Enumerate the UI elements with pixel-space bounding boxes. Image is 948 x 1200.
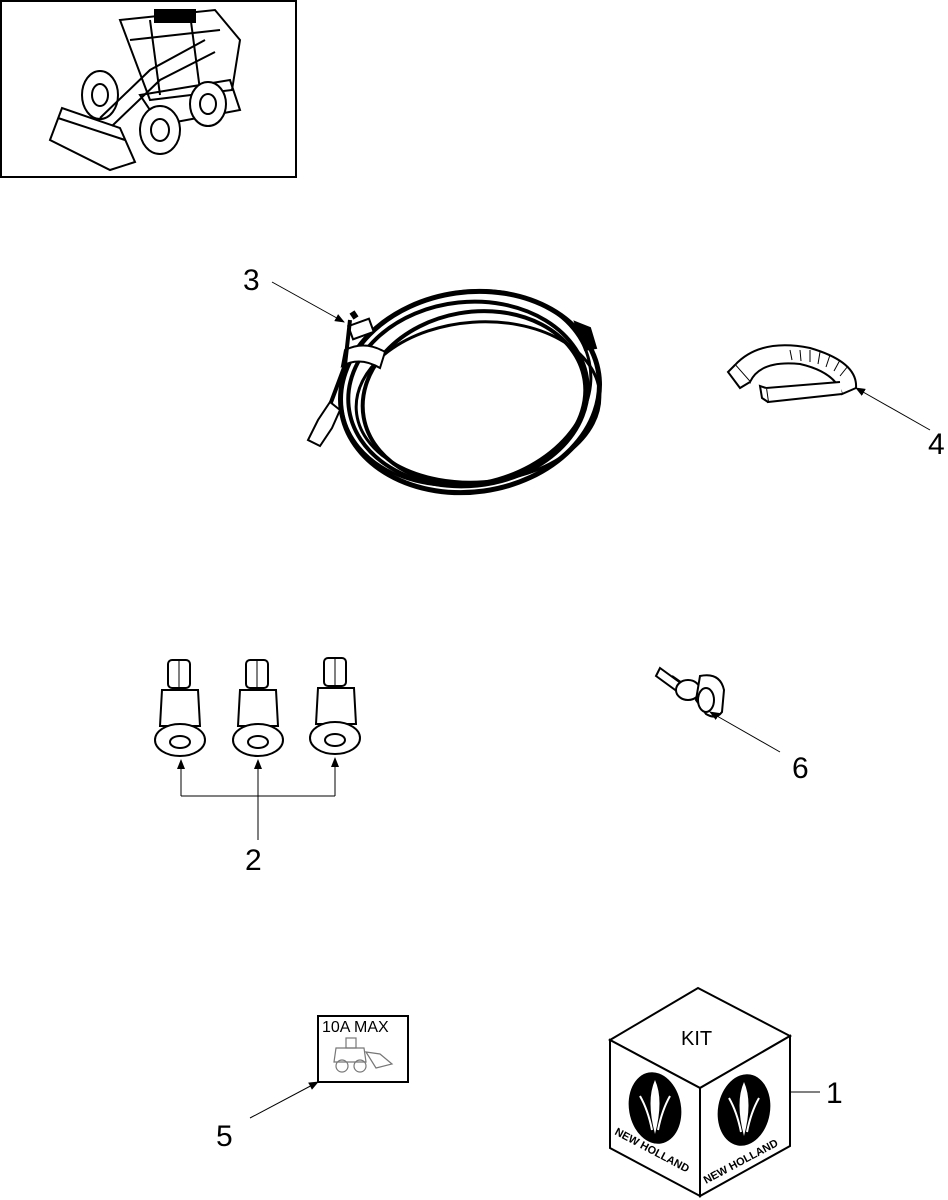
bulb-1	[154, 659, 206, 757]
machine-thumbnail	[0, 0, 297, 178]
switch	[654, 666, 726, 718]
kit-box: KIT NEW HOLLAND NEW HOLLAND	[607, 986, 793, 1198]
callout-clamp: 4	[928, 428, 945, 461]
callout-switch: 6	[792, 752, 809, 785]
kit-box-label: KIT	[681, 1028, 712, 1050]
wiring-harness	[306, 288, 602, 496]
callout-decal: 5	[216, 1120, 233, 1153]
decal-label: 10A MAX	[322, 1019, 389, 1036]
loader-icon	[333, 1037, 394, 1073]
bulb-3	[309, 657, 361, 755]
callout-bulbs: 2	[245, 844, 262, 877]
new-holland-logo-right	[717, 1074, 771, 1146]
hose-clamp	[726, 344, 858, 404]
skid-steer-loader-icon	[48, 8, 242, 172]
callout-harness: 3	[243, 264, 260, 297]
bulb-2	[232, 659, 284, 757]
decal: 10A MAX	[317, 1015, 409, 1083]
new-holland-logo-left	[628, 1072, 682, 1144]
bulb-leaders	[177, 757, 339, 840]
callout-kit: 1	[826, 1077, 843, 1110]
